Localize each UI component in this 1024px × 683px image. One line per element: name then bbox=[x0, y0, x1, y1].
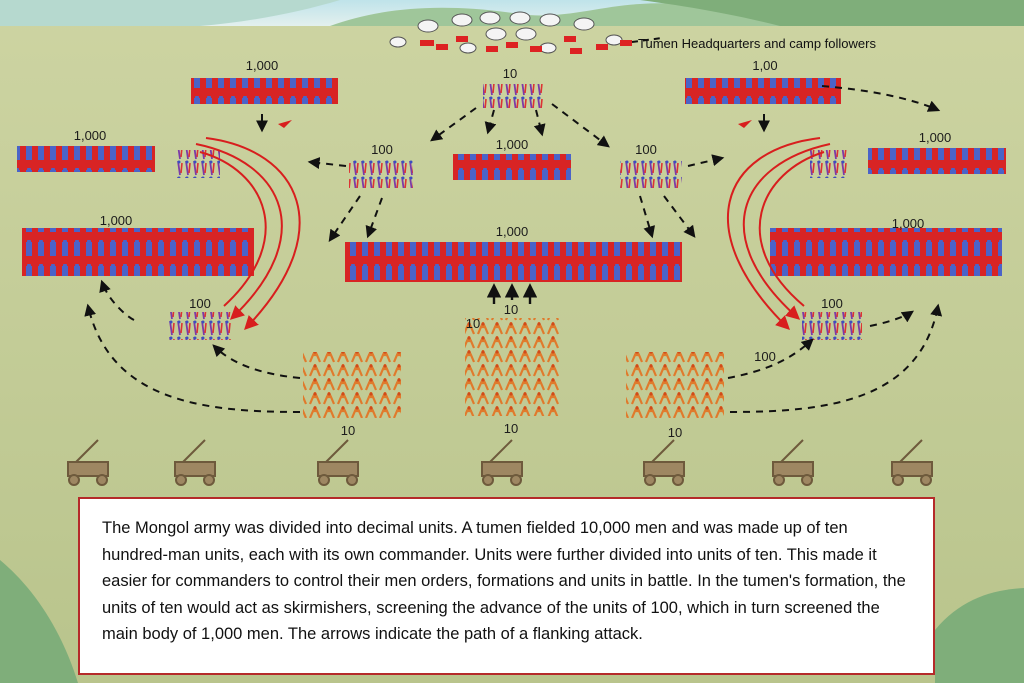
arrow-top-right-curve bbox=[821, 85, 941, 112]
label-100-right-b: 100 bbox=[754, 349, 776, 364]
unit-1000-top-right bbox=[685, 78, 841, 104]
arrow-left-diag-b bbox=[365, 197, 383, 239]
hill-top-right bbox=[640, 0, 1024, 26]
unit-100-left bbox=[176, 150, 220, 178]
movement-arrows bbox=[84, 85, 943, 413]
hq-pointer bbox=[631, 37, 663, 43]
hill-top-center bbox=[330, 3, 800, 27]
arrow-10-left-to-100 bbox=[212, 344, 301, 379]
unit-100-right-low bbox=[802, 312, 862, 340]
arrow-center-to-right bbox=[551, 103, 610, 148]
label-1000-left: 1,000 bbox=[73, 128, 107, 143]
label-100-center-right: 100 bbox=[635, 142, 657, 157]
unit-10-center bbox=[465, 318, 559, 416]
caption-text: The Mongol army was divided into decimal… bbox=[102, 519, 906, 643]
label-100-center-left: 100 bbox=[371, 142, 393, 157]
arrow-10-right-far bbox=[729, 303, 943, 413]
label-1000-left-big: 1,000 bbox=[99, 213, 133, 228]
arrow-right-up bbox=[869, 310, 914, 327]
unit-100-center-left bbox=[349, 160, 413, 188]
label-1000-main-body: 1,000 bbox=[495, 224, 529, 239]
catapult-6 bbox=[772, 439, 814, 486]
label-10-bottom-center: 10 bbox=[503, 421, 519, 436]
unit-10-top-center bbox=[483, 84, 545, 108]
headquarters-camp bbox=[389, 11, 632, 54]
caption-box: The Mongol army was divided into decimal… bbox=[78, 497, 935, 675]
arrow-100-to-right bbox=[687, 154, 725, 167]
label-10-top-center: 10 bbox=[502, 66, 518, 81]
advance-arrows bbox=[486, 283, 538, 304]
catapult-4 bbox=[481, 439, 523, 486]
label-10-center-b: 10 bbox=[503, 302, 519, 317]
unit-1000-right bbox=[868, 148, 1006, 174]
label-1000-center: 1,000 bbox=[495, 137, 529, 152]
catapult-3 bbox=[317, 439, 359, 486]
arrow-10-left-far bbox=[84, 303, 301, 413]
arrow-right-diag-a bbox=[639, 195, 655, 239]
ten-units bbox=[303, 318, 724, 418]
hill-top-left bbox=[0, 0, 340, 26]
label-10-bottom-left: 10 bbox=[340, 423, 356, 438]
arrow-100-to-left bbox=[307, 157, 347, 170]
flanking-arrows bbox=[195, 137, 831, 331]
label-1000-right-big: 1,000 bbox=[891, 216, 925, 231]
label-100-left-low: 100 bbox=[189, 296, 211, 311]
arrow-center-down-a bbox=[484, 109, 497, 135]
hundred-units bbox=[168, 84, 862, 340]
label-1000-right: 1,000 bbox=[918, 130, 952, 145]
unit-1000-center bbox=[453, 154, 571, 180]
unit-10-left bbox=[303, 352, 401, 418]
unit-1000-left-big bbox=[22, 228, 254, 276]
label-10-bottom-right: 10 bbox=[667, 425, 683, 440]
unit-100-center-right bbox=[620, 160, 682, 188]
arrow-center-down-b bbox=[533, 109, 546, 137]
unit-100-left-low bbox=[168, 312, 232, 340]
arrow-left-diag-a bbox=[328, 195, 361, 242]
hill-bottom-right bbox=[935, 588, 1024, 683]
hq-label: Tumen Headquarters and camp followers bbox=[638, 36, 876, 51]
arrow-left-up bbox=[99, 279, 135, 321]
unit-1000-main-body bbox=[345, 242, 682, 282]
label-100-right-low: 100 bbox=[821, 296, 843, 311]
catapult-2 bbox=[174, 439, 216, 486]
hill-bottom-left bbox=[0, 560, 78, 683]
catapult-1 bbox=[67, 439, 109, 486]
unit-1000-right-big bbox=[770, 228, 1002, 276]
catapult-7 bbox=[891, 439, 933, 486]
label-1000-top-left: 1,000 bbox=[245, 58, 279, 73]
arrow-center-to-left bbox=[430, 107, 477, 142]
flag-markers bbox=[278, 120, 752, 128]
unit-1000-left bbox=[17, 146, 155, 172]
heavy-cavalry-units bbox=[17, 78, 1006, 282]
siege-engines bbox=[67, 439, 933, 486]
unit-1000-top-left bbox=[191, 78, 338, 104]
label-1000-top-right: 1,00 bbox=[752, 58, 778, 73]
arrow-10-right-to-100 bbox=[727, 338, 814, 379]
catapult-5 bbox=[643, 439, 685, 486]
label-10-center-a: 10 bbox=[465, 316, 481, 331]
arrow-right-diag-b bbox=[663, 195, 696, 238]
unit-10-right bbox=[626, 352, 724, 418]
